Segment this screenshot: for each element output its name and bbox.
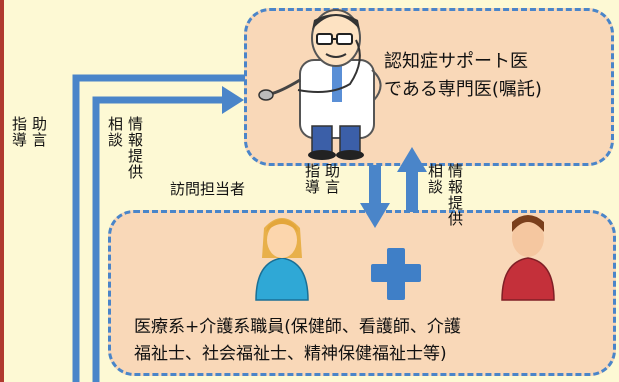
up-arrow [397,147,427,212]
staff-description: 医療系+介護系職員(保健師、看護師、介護 福祉士、社会福祉士、精神保健福祉士等) [134,314,461,368]
inner-info-label-b: 相談 [426,163,444,195]
inner-advice-label-a: 助言 [323,163,341,195]
doctor-with-stethoscope-icon [258,9,382,160]
male-staff-icon [501,215,555,301]
outer-advice-label-b: 指導 [10,116,28,148]
staff-description-line2: 福祉士、社会福祉士、精神保健福祉士等) [134,344,447,364]
specialist-title-line1: 認知症サポート医 [384,51,528,72]
outer-advice-label-a: 助言 [30,116,48,148]
inner-info-arrow [92,86,244,382]
outer-advice-arrow [72,74,245,382]
staff-description-line1: 医療系+介護系職員(保健師、看護師、介護 [134,317,461,337]
visitor-label: 訪問担当者 [170,180,246,198]
inner-info-label-a: 情報提供 [446,163,464,227]
female-staff-icon [255,218,309,301]
outer-info-label-a: 情報提供 [126,116,144,180]
plus-icon [371,248,421,300]
specialist-title: 認知症サポート医 である専門医(嘱託) [384,48,542,104]
down-arrow [360,165,390,228]
left-border-line [0,0,4,382]
specialist-title-line2: である専門医(嘱託) [384,79,542,100]
inner-advice-label-b: 指導 [303,163,321,195]
outer-info-label-b: 相談 [106,116,124,148]
